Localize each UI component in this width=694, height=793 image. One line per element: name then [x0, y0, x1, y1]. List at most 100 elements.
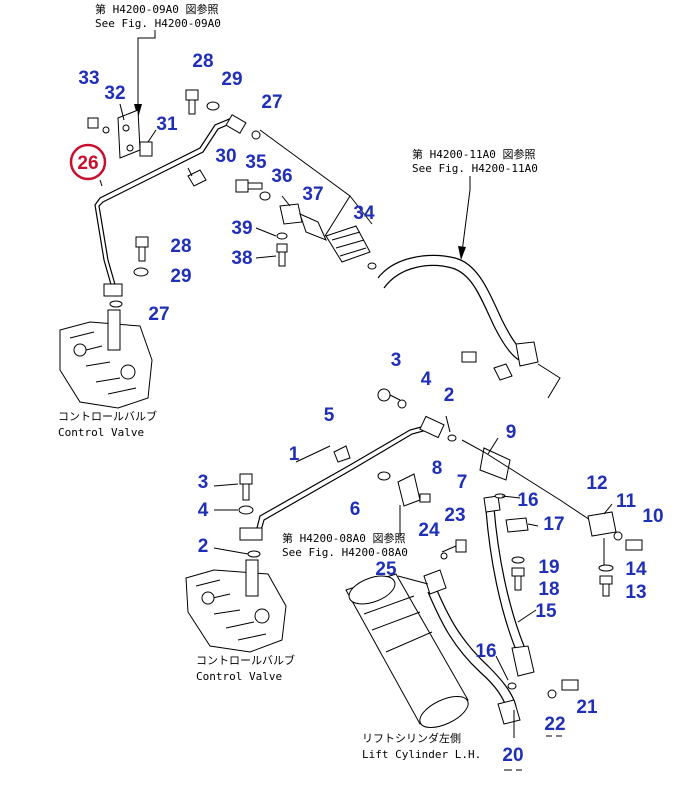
ref-note-08a0-jp: 第 H4200-08A0 図参照 — [282, 531, 405, 545]
callout-16-lower[interactable]: 16 — [475, 641, 496, 662]
o-ring — [367, 262, 377, 270]
callout-7[interactable]: 7 — [457, 472, 468, 493]
callout-35[interactable]: 35 — [245, 152, 267, 173]
callout-2-left[interactable]: 2 — [198, 536, 209, 557]
callout-4[interactable]: 4 — [421, 369, 432, 390]
pipe-1-flange-upper — [419, 415, 445, 439]
callout-5[interactable]: 5 — [324, 405, 335, 426]
callout-23[interactable]: 23 — [444, 505, 465, 526]
bolt-head-18 — [511, 567, 525, 577]
callout-37[interactable]: 37 — [302, 184, 323, 205]
bolt-shank-13 — [602, 583, 610, 597]
callout-3-left[interactable]: 3 — [198, 472, 209, 493]
leader-12 — [603, 503, 613, 515]
hose-25-end — [497, 699, 521, 725]
callout-1[interactable]: 1 — [289, 444, 300, 465]
callout-31[interactable]: 31 — [156, 114, 178, 135]
block-9 — [479, 447, 511, 481]
callout-14[interactable]: 14 — [625, 559, 647, 580]
callout-27[interactable]: 27 — [261, 92, 282, 113]
washer-4a — [397, 399, 407, 409]
callout-13[interactable]: 13 — [625, 582, 646, 603]
leader-2a — [445, 415, 451, 433]
callout-39[interactable]: 39 — [231, 218, 252, 239]
callout-2[interactable]: 2 — [444, 385, 455, 406]
callout-22[interactable]: 22 — [544, 714, 565, 735]
bolt-head-28b — [135, 236, 149, 248]
washer-19 — [511, 556, 525, 564]
callout-33[interactable]: 33 — [78, 68, 99, 89]
callout-3[interactable]: 3 — [391, 350, 402, 371]
callout-9[interactable]: 9 — [506, 422, 517, 443]
callout-15[interactable]: 15 — [535, 601, 557, 622]
o-ring-2b — [247, 550, 261, 558]
ref-note-09a0-jp: 第 H4200-09A0 図参照 — [95, 2, 218, 16]
cv-bottom-label-jp: コントロールバルブ — [196, 653, 295, 667]
leader-26 — [99, 179, 103, 187]
callout-29[interactable]: 29 — [221, 69, 242, 90]
leader-16a — [501, 495, 521, 499]
callout-17[interactable]: 17 — [543, 514, 564, 535]
ref-note-09a0-en: See Fig. H4200-09A0 — [95, 17, 221, 30]
callout-10[interactable]: 10 — [642, 506, 663, 527]
leader-31 — [147, 129, 157, 143]
bolt-10 — [625, 539, 643, 551]
ref-note-11a0-en: See Fig. H4200-11A0 — [412, 162, 538, 175]
callout-18[interactable]: 18 — [538, 579, 559, 600]
leader-39 — [255, 227, 277, 237]
block-34 — [325, 225, 371, 263]
pipe-flange-lower — [103, 283, 123, 297]
block-34-detail — [331, 231, 367, 257]
callout-27-lower[interactable]: 27 — [148, 304, 169, 325]
bolt-3a — [377, 388, 391, 402]
leader-2b — [213, 547, 249, 555]
callout-28-lower[interactable]: 28 — [170, 236, 191, 257]
leader-37 — [281, 195, 291, 207]
o-ring-2a — [447, 434, 457, 442]
clamp — [493, 363, 513, 381]
ref-note-08a0-en: See Fig. H4200-08A0 — [282, 546, 408, 559]
callout-38[interactable]: 38 — [231, 248, 252, 269]
callout-6[interactable]: 6 — [350, 499, 361, 520]
callout-19[interactable]: 19 — [538, 557, 559, 578]
leader-right — [537, 363, 561, 399]
bolt-head-28 — [185, 89, 199, 101]
callout-16[interactable]: 16 — [517, 490, 538, 511]
leader-3b — [213, 483, 239, 487]
hose-25 — [427, 587, 517, 713]
callout-26[interactable]: 26 — [77, 153, 98, 174]
bolt-head-3b — [239, 473, 253, 485]
line-9-12 — [461, 439, 591, 521]
clamp-31 — [139, 141, 153, 157]
ref-note-11a0-jp: 第 H4200-11A0 図参照 — [412, 147, 535, 161]
callout-34[interactable]: 34 — [353, 203, 375, 224]
bolt-shank-3b — [242, 483, 250, 501]
callout-30[interactable]: 30 — [215, 146, 236, 167]
bolt-shank-28 — [188, 99, 196, 115]
callout-32[interactable]: 32 — [104, 83, 125, 104]
callout-24[interactable]: 24 — [418, 520, 440, 541]
bolt-35 — [235, 179, 249, 193]
control-valve-bottom — [185, 559, 287, 653]
callout-8[interactable]: 8 — [432, 458, 443, 479]
bracket-12 — [587, 511, 617, 537]
ref-leader-09a0 — [137, 30, 156, 110]
arrow-icon — [458, 246, 466, 260]
cv-top-label-jp: コントロールバルブ — [58, 409, 157, 423]
callout-21[interactable]: 21 — [576, 697, 598, 718]
callout-36[interactable]: 36 — [271, 166, 292, 187]
callout-20[interactable]: 20 — [502, 745, 523, 766]
callout-12[interactable]: 12 — [586, 473, 607, 494]
hose-15-top — [483, 495, 501, 513]
hose-25-fitting — [423, 569, 447, 595]
callout-25[interactable]: 25 — [375, 559, 397, 580]
leader-25 — [397, 575, 429, 585]
bolt-head-38 — [276, 243, 288, 253]
callout-28[interactable]: 28 — [192, 51, 213, 72]
washer-29 — [206, 101, 220, 111]
clamp-30 — [187, 169, 207, 187]
callout-11[interactable]: 11 — [616, 491, 637, 512]
washer-39 — [276, 232, 288, 240]
callout-29-lower[interactable]: 29 — [170, 266, 191, 287]
callout-4-left[interactable]: 4 — [198, 500, 209, 521]
